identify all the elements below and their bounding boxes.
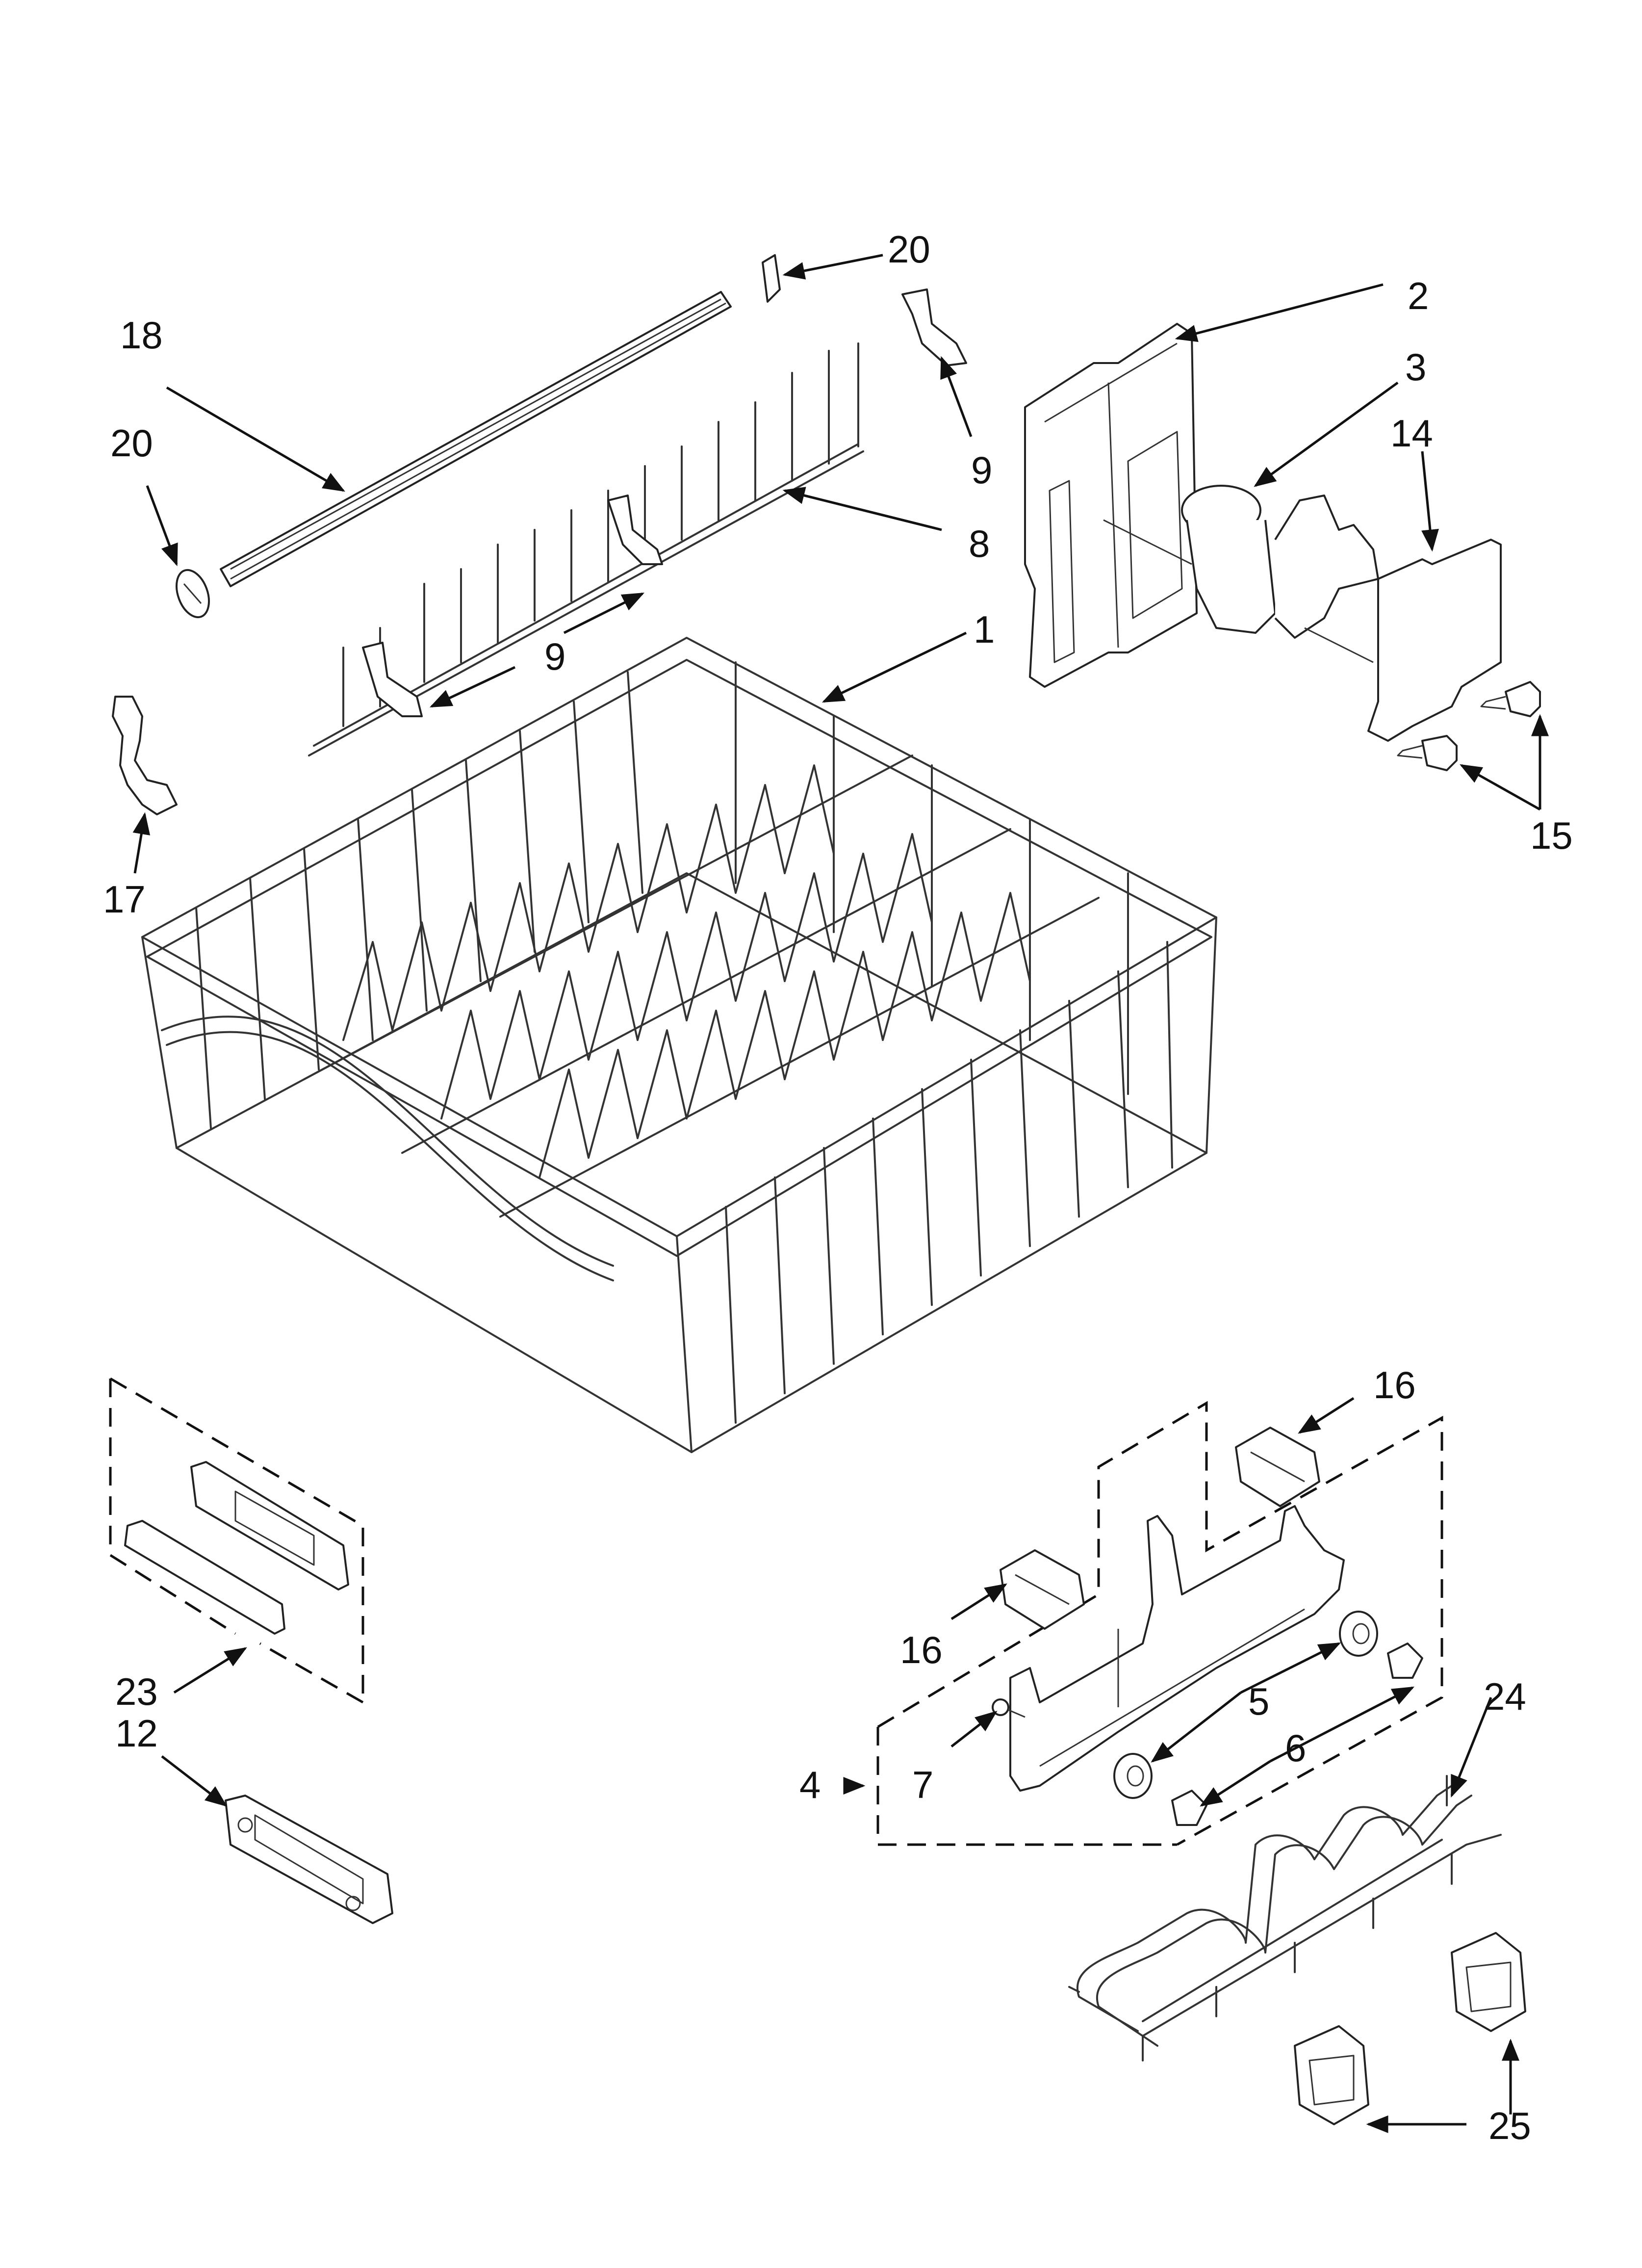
callout-20-left: 20 (110, 421, 153, 465)
callout-16-lower: 16 (900, 1628, 943, 1671)
assembly-part-4 (876, 1401, 1443, 1846)
lever-part-3 (1103, 485, 1379, 639)
cover-part-14 (1304, 539, 1502, 742)
bracket-part-12 (225, 1795, 393, 1924)
callout-7: 7 (912, 1763, 933, 1806)
callout-20-top: 20 (888, 228, 930, 271)
end-cap-part-20-right (762, 254, 781, 303)
callout-15: 15 (1530, 814, 1573, 857)
kit-part-23 (109, 1377, 364, 1704)
clip-part-9-on-row-b (362, 642, 423, 717)
callout-4: 4 (799, 1763, 821, 1806)
callout-6: 6 (1285, 1726, 1306, 1770)
screw-part-15-upper (1480, 681, 1541, 717)
callout-18: 18 (120, 313, 163, 357)
axle-part-6-lower (1171, 1790, 1207, 1826)
callout-labels: 20 2 18 3 20 14 9 8 1 9 15 17 16 16 23 5… (103, 228, 1573, 2147)
callout-5: 5 (1248, 1680, 1269, 1723)
stop-part-17 (112, 696, 178, 815)
rail-part-18 (220, 291, 732, 587)
callout-1: 1 (974, 608, 995, 651)
rack-part-1 (141, 637, 1217, 1453)
axle-part-6-upper (1387, 1642, 1423, 1679)
wire-part-24 (1068, 1775, 1502, 2061)
callout-8: 8 (969, 522, 990, 565)
clip-part-9-upper (901, 288, 967, 366)
callout-2: 2 (1408, 274, 1429, 317)
wheel-part-5-upper (1339, 1611, 1378, 1657)
callout-17: 17 (103, 878, 146, 921)
clip-part-9-on-row-a (607, 495, 663, 565)
callout-25: 25 (1488, 2104, 1531, 2147)
clip-part-25-left (1294, 2025, 1369, 2125)
callout-24: 24 (1484, 1675, 1526, 1718)
callout-3: 3 (1405, 345, 1426, 389)
leader-lines (132, 254, 1549, 2133)
clip-part-25-right (1451, 1932, 1526, 2032)
callout-9-lower: 9 (544, 635, 565, 678)
callout-16-upper: 16 (1373, 1363, 1416, 1407)
adjuster-part-2 (1024, 323, 1198, 688)
end-cap-part-20-left (176, 569, 210, 619)
wheel-part-5-lower (1113, 1753, 1153, 1799)
clip-part-16-upper (1235, 1427, 1320, 1507)
callout-14: 14 (1390, 412, 1433, 455)
screw-part-15-lower (1397, 735, 1458, 771)
clip-part-16-lower (1000, 1549, 1085, 1630)
callout-9-upper: 9 (971, 448, 992, 492)
callout-23: 23 (115, 1670, 158, 1713)
callout-12: 12 (115, 1712, 158, 1755)
